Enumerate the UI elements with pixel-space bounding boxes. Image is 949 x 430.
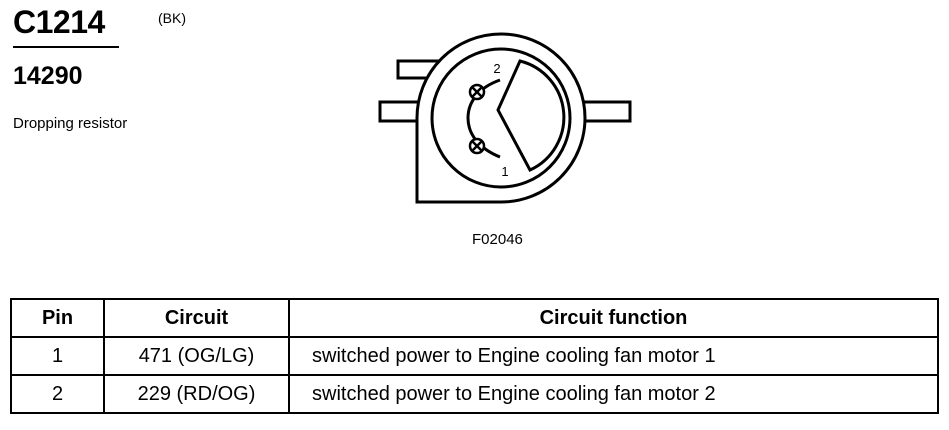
figure-code: F02046 — [472, 231, 523, 248]
connector-diagram: 2 1 — [378, 32, 632, 204]
pin-table: Pin Circuit Circuit function 1 471 (OG/L… — [10, 298, 939, 414]
pin-label-1: 1 — [501, 164, 508, 179]
component-description: Dropping resistor — [13, 115, 128, 132]
header-pin: Pin — [10, 298, 105, 338]
part-number: 14290 — [13, 62, 83, 90]
cell-pin: 2 — [10, 374, 105, 414]
pin-label-2: 2 — [493, 61, 500, 76]
pin-2-terminal — [468, 83, 486, 101]
pin-1-terminal — [468, 137, 486, 155]
terminal-blade — [496, 59, 566, 172]
cell-circuit: 471 (OG/LG) — [103, 336, 290, 376]
table-header-row: Pin Circuit Circuit function — [10, 298, 939, 338]
title-underline — [13, 46, 119, 48]
header-circuit-function: Circuit function — [288, 298, 939, 338]
connector-id: C1214 — [13, 4, 105, 40]
table-row: 2 229 (RD/OG) switched power to Engine c… — [10, 374, 939, 414]
cell-pin: 1 — [10, 336, 105, 376]
table-row: 1 471 (OG/LG) switched power to Engine c… — [10, 336, 939, 376]
cell-circuit-function: switched power to Engine cooling fan mot… — [288, 336, 939, 376]
color-code: (BK) — [158, 10, 186, 26]
cell-circuit: 229 (RD/OG) — [103, 374, 290, 414]
cell-circuit-function: switched power to Engine cooling fan mot… — [288, 374, 939, 414]
header-circuit: Circuit — [103, 298, 290, 338]
